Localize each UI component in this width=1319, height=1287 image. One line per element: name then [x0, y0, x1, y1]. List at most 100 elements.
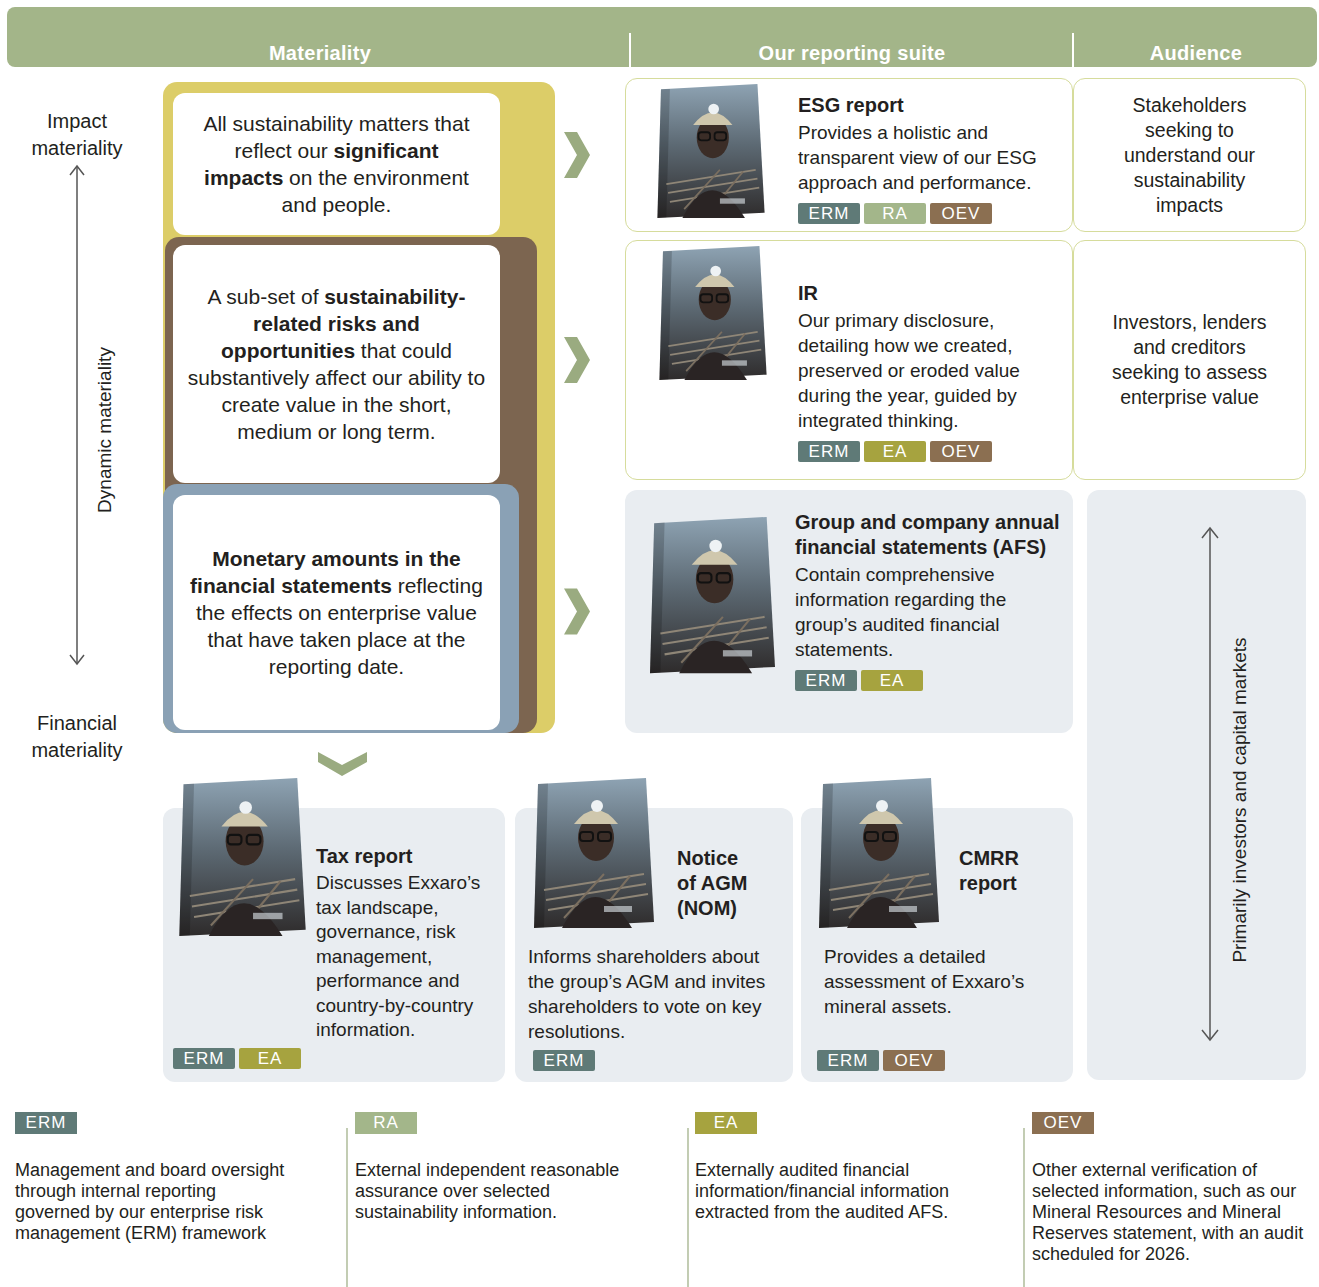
header-divider: [629, 33, 631, 67]
legend-divider: [346, 1128, 347, 1287]
tag-row: ERMEAOEV: [798, 441, 1070, 462]
column-heading: Materiality: [10, 40, 630, 66]
report-description: Informs shareholders about the group’s A…: [528, 944, 790, 1044]
axis-label: Dynamic materiality: [94, 347, 116, 513]
tag-text: ERM: [828, 1050, 869, 1071]
report-cover: [179, 778, 305, 936]
materiality-text: A sub-set ofsustainability-related risks…: [185, 283, 488, 445]
legend-text: Externally audited financial information…: [695, 1160, 1000, 1223]
swatch-label: OEV: [1044, 1113, 1083, 1133]
report-column: Provides a detailed assessment of Exxaro…: [824, 944, 1064, 1019]
chevron-head: [564, 337, 590, 383]
tag-row: ERM RA OEV: [798, 203, 1070, 224]
assurance-tag: EA: [864, 441, 926, 462]
report-card: CMRR reportProvides a detailed assessmen…: [801, 808, 1073, 1082]
tag-text: ERM: [809, 203, 850, 224]
axis-line: [76, 166, 78, 664]
report-cover: [657, 84, 764, 218]
report-cover: [534, 778, 654, 928]
legend-swatch: OEV: [1032, 1112, 1094, 1134]
audience-box: Stakeholders seeking to understand our s…: [1073, 78, 1306, 232]
tag-text: EA: [880, 670, 905, 691]
report-column: Tax reportDiscusses Exxaro’s tax landsca…: [316, 844, 502, 1043]
legend-divider: [1023, 1128, 1024, 1287]
axis-head: [1202, 1030, 1218, 1040]
materiality-phrase: on the environment and people.: [282, 166, 469, 216]
tag-text: OEV: [895, 1050, 934, 1071]
report-column: ERM: [533, 1050, 595, 1071]
tag-text: EA: [258, 1048, 283, 1069]
chevron-connector: [564, 337, 590, 383]
legend-text: External independent reasonable assuranc…: [355, 1160, 627, 1223]
report-description: Discusses Exxaro’s tax landscape, govern…: [316, 871, 502, 1043]
report-column: ESG reportProvides a holistic and transp…: [798, 93, 1070, 224]
chevron-head: [564, 589, 590, 635]
report-card: ESG reportProvides a holistic and transp…: [625, 78, 1073, 232]
legend-entry: OEV Other external verification of select…: [1032, 1112, 1314, 1265]
report-column: Notice of AGM (NOM): [677, 846, 761, 923]
tag-row: ERM OEV: [817, 1050, 945, 1071]
axis-head: [70, 166, 84, 175]
materiality-text: Monetary amounts in the financial statem…: [185, 545, 488, 680]
report-card: Tax reportDiscusses Exxaro’s tax landsca…: [163, 808, 505, 1082]
tag-text: ERM: [806, 670, 847, 691]
assurance-tag: ERM: [798, 441, 860, 462]
assurance-tag: ERM: [795, 670, 857, 691]
materiality-text: All sustainability matters that reflect …: [185, 110, 488, 218]
header-bar: [7, 7, 1317, 67]
tag-text: EA: [883, 441, 908, 462]
tag-row: ERM EA: [795, 670, 1067, 691]
audience-text: Stakeholders seeking to understand our s…: [1100, 93, 1279, 218]
report-cover: [819, 778, 939, 928]
report-title: IR: [798, 281, 1070, 306]
assurance-tag: OEV: [883, 1050, 945, 1071]
swatch-label: ERM: [26, 1113, 67, 1133]
report-column: Informs shareholders about the group’s A…: [528, 944, 790, 1044]
report-card: IROur primary disclosure, detailing how …: [625, 240, 1073, 480]
legend-swatch: EA: [695, 1112, 757, 1134]
legend-entry: EA Externally audited financial informati…: [695, 1112, 1000, 1223]
column-heading: Our reporting suite: [632, 40, 1072, 66]
audience-text-wrap: Stakeholders seeking to understand our s…: [1100, 93, 1279, 218]
report-title: ESG report: [798, 93, 1070, 118]
report-column: CMRR report: [959, 846, 1067, 898]
report-cover: [659, 246, 766, 380]
report-column: ERM OEV: [817, 1050, 945, 1071]
swatch-label: RA: [373, 1113, 399, 1133]
report-title: CMRR report: [959, 846, 1067, 896]
audience-box: Primarily investors and capital markets: [1087, 490, 1306, 1080]
report-title: Tax report: [316, 844, 502, 869]
audience-text: Investors, lenders and creditors seeking…: [1100, 310, 1279, 410]
impact-panel: [163, 82, 555, 733]
assurance-tag: RA: [864, 203, 926, 224]
assurance-tag: OEV: [930, 203, 992, 224]
swatch-label: EA: [714, 1113, 739, 1133]
header-divider: [1072, 33, 1074, 67]
legend-entry: ERMManagement and board oversight throug…: [15, 1112, 293, 1244]
tag-text: ERM: [184, 1048, 225, 1069]
report-description: Provides a holistic and transparent view…: [798, 120, 1070, 195]
legend-swatch: ERM: [15, 1112, 77, 1134]
chevron-connector: [564, 132, 590, 178]
tag-text: ERM: [544, 1050, 585, 1071]
legend-swatch: RA: [355, 1112, 417, 1134]
report-title: Notice of AGM (NOM): [677, 846, 761, 921]
legend-text: Other external verification of selected …: [1032, 1160, 1314, 1265]
tag-text: ERM: [809, 441, 850, 462]
axis-head: [1202, 528, 1218, 538]
assurance-tag: ERM: [173, 1048, 235, 1069]
audience-text-wrap: Investors, lenders and creditors seeking…: [1100, 310, 1279, 410]
chevron-head: [564, 132, 590, 178]
card-ground: [625, 490, 1073, 733]
tag-text: RA: [882, 203, 908, 224]
materiality-phrase: A sub-set of: [208, 285, 319, 308]
report-description: Our primary disclosure, detailing how we…: [798, 308, 1070, 433]
legend-divider: [687, 1128, 688, 1287]
report-title: Group and company annual financial state…: [795, 510, 1067, 560]
report-column: IROur primary disclosure, detailing how …: [798, 281, 1070, 462]
axis-label: Impact materiality: [8, 108, 146, 162]
report-card: Notice of AGM (NOM) Informs shareholders …: [515, 808, 793, 1082]
axis-line: [1209, 528, 1211, 1040]
financial-panel: [163, 484, 519, 733]
assurance-tag: EA: [239, 1048, 301, 1069]
